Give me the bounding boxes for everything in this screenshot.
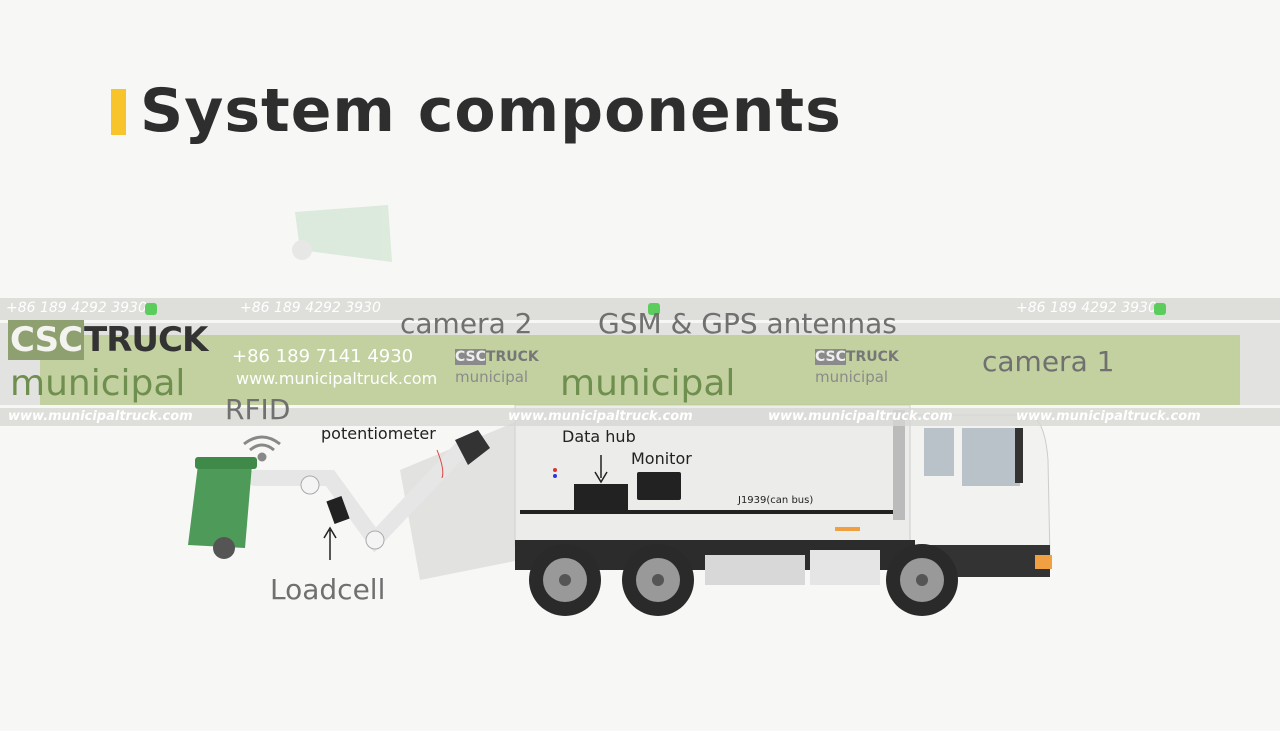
lifting-arm <box>247 430 490 553</box>
pointer-arrows <box>323 455 608 560</box>
label-data-hub: Data hub <box>562 427 636 446</box>
label-loadcell: Loadcell <box>270 573 386 606</box>
wheels <box>529 544 958 616</box>
label-gsm-gps-antennas: GSM & GPS antennas <box>598 307 897 340</box>
green-waste-bin <box>188 457 257 559</box>
label-camera-2: camera 2 <box>400 307 533 340</box>
label-monitor: Monitor <box>631 449 692 468</box>
label-camera-1: camera 1 <box>982 345 1115 378</box>
title-accent-bar <box>111 89 126 135</box>
truck-body <box>400 404 1052 585</box>
rfid-signal-icon <box>243 435 281 462</box>
monitor-device <box>637 472 681 500</box>
data-hub-device <box>574 484 628 512</box>
lifted-bin-faded <box>292 205 392 262</box>
label-potentiometer: potentiometer <box>321 424 436 443</box>
potentiometer-indicator <box>436 449 444 479</box>
page-title: System components <box>140 76 842 146</box>
label-rfid: RFID <box>225 393 291 426</box>
label-can-bus: J1939(can bus) <box>738 495 814 506</box>
